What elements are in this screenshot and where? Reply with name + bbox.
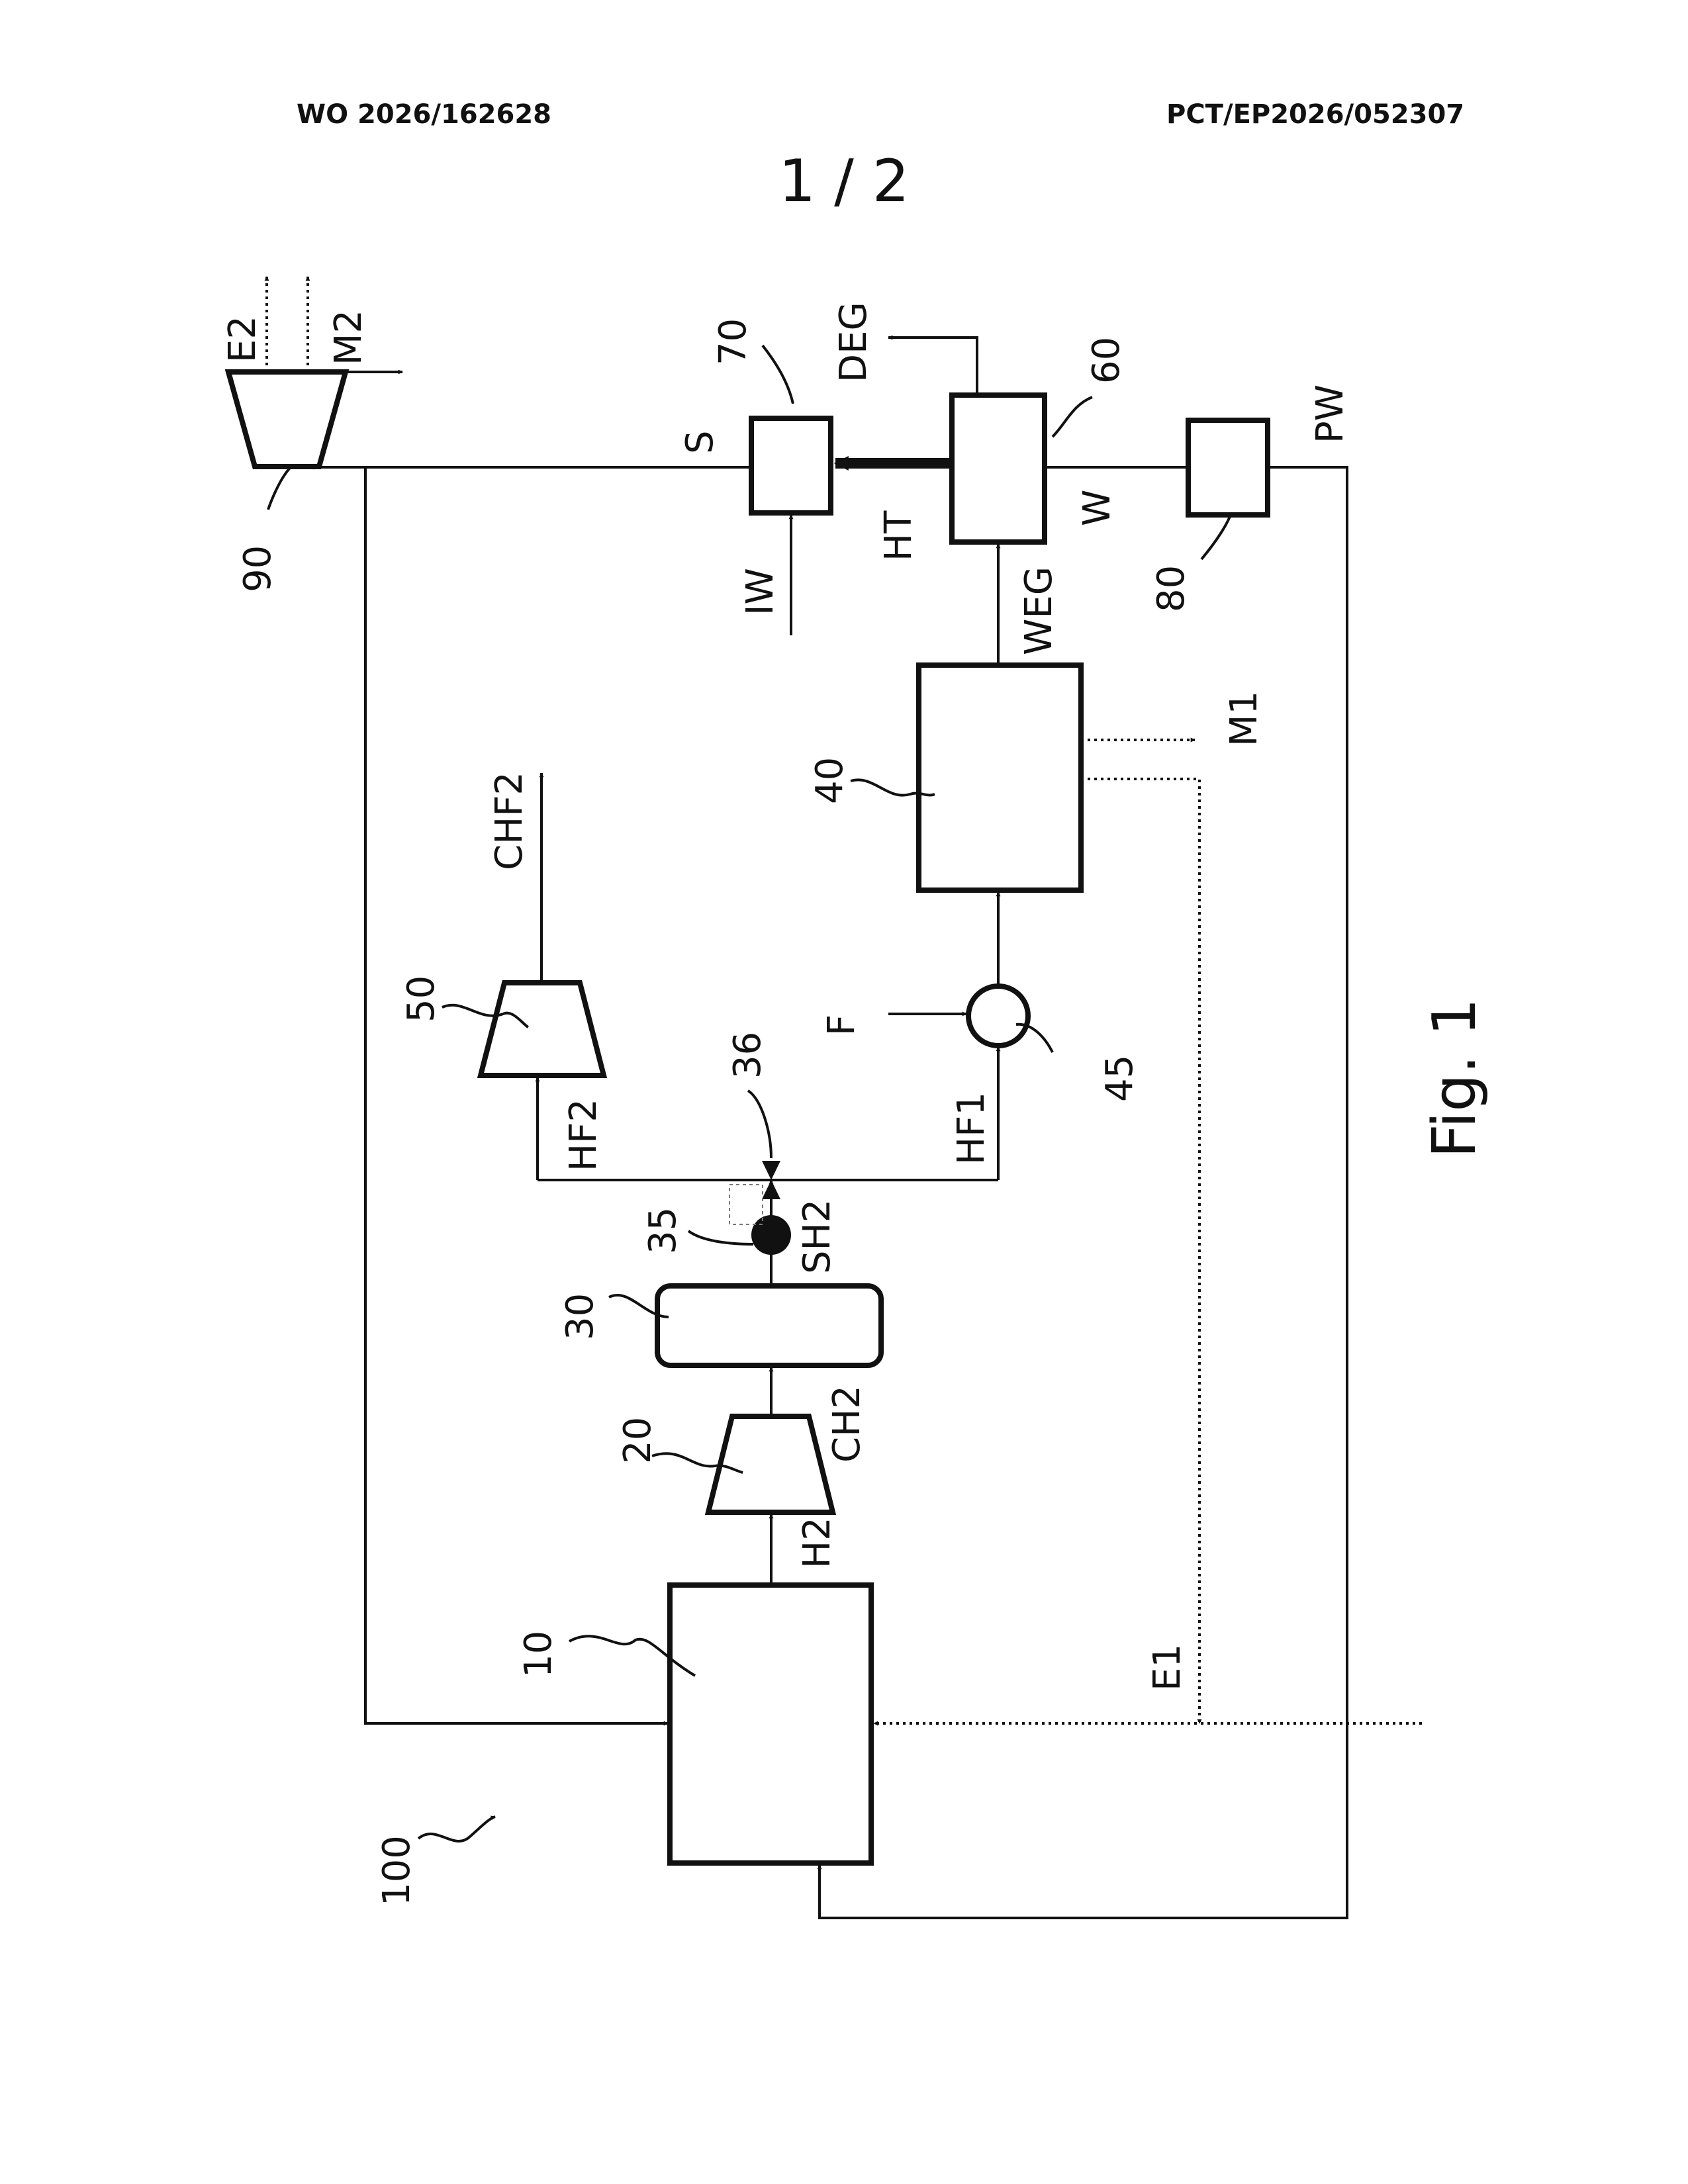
label-sh2: SH2 [796, 1199, 839, 1274]
label-deg: DEG [832, 302, 875, 383]
electrolyzer-box [670, 1585, 871, 1863]
turbine-90-shape [228, 372, 346, 467]
label-ch2: CH2 [825, 1385, 868, 1463]
label-s: S [679, 430, 722, 454]
compressor-20-shape [708, 1416, 833, 1512]
flow-m1-to-e1 [1081, 779, 1199, 1723]
reactor-box [919, 665, 1081, 890]
label-weg: WEG [1017, 567, 1060, 655]
unit-80-box [1188, 420, 1268, 515]
leader-36 [748, 1091, 771, 1158]
label-40: 40 [808, 757, 851, 804]
flow-deg [888, 338, 977, 395]
label-50: 50 [400, 976, 443, 1023]
unit-70-box [751, 418, 831, 513]
leader-100 [418, 1817, 495, 1841]
label-80: 80 [1150, 565, 1193, 612]
label-70: 70 [712, 318, 755, 365]
label-90: 90 [236, 545, 279, 592]
leader-20 [652, 1453, 743, 1473]
compressor-50-shape [481, 983, 604, 1075]
label-hf1: HF1 [950, 1092, 993, 1165]
flow-steam-return [365, 467, 668, 1723]
valve-36 [729, 1161, 780, 1224]
label-m2: M2 [327, 310, 370, 365]
leader-70 [763, 345, 793, 404]
leader-90 [268, 467, 291, 510]
leader-40 [851, 780, 935, 795]
label-10: 10 [517, 1631, 560, 1678]
label-chf2: CHF2 [488, 772, 531, 870]
label-pw: PW [1309, 385, 1352, 443]
label-m1: M1 [1223, 691, 1266, 747]
leader-60 [1053, 397, 1092, 437]
label-w: W [1076, 490, 1119, 526]
label-hf2: HF2 [562, 1099, 605, 1171]
label-e1: E1 [1146, 1644, 1189, 1691]
label-ht: HT [877, 510, 920, 561]
label-35: 35 [641, 1207, 684, 1254]
leader-50 [442, 1005, 528, 1027]
label-20: 20 [616, 1417, 659, 1464]
label-f: F [820, 1015, 863, 1036]
storage-vessel [657, 1286, 881, 1365]
unit-60-box [952, 395, 1045, 542]
label-30: 30 [559, 1293, 602, 1340]
leader-35 [688, 1231, 753, 1244]
label-h2: H2 [796, 1517, 839, 1569]
leader-80 [1201, 513, 1231, 559]
mixer-circle [968, 986, 1028, 1046]
figure-label: Fig. 1 [1420, 998, 1489, 1158]
label-45: 45 [1098, 1055, 1141, 1102]
label-36: 36 [726, 1032, 769, 1079]
leader-10 [569, 1636, 695, 1676]
label-60: 60 [1085, 337, 1128, 384]
label-iw: IW [739, 568, 782, 615]
label-100: 100 [375, 1835, 418, 1906]
label-e2: E2 [221, 316, 264, 363]
